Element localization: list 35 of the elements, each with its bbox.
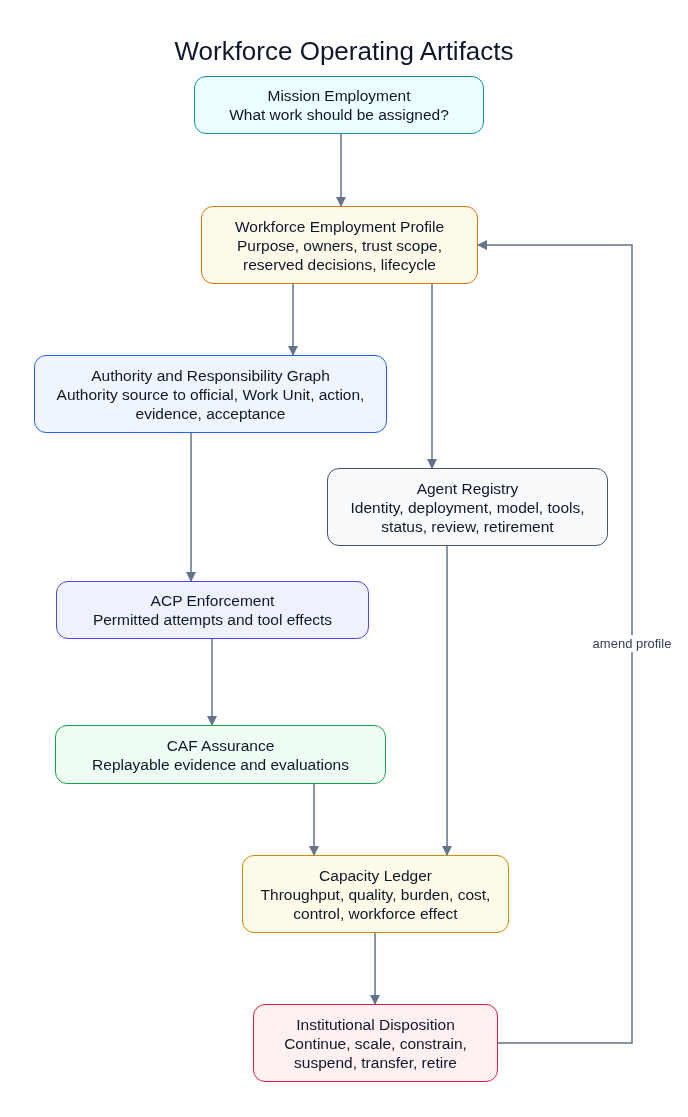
arrow — [308, 783, 320, 857]
node-heading: Authority and Responsibility Graph — [91, 365, 330, 385]
process-box — [327, 468, 608, 546]
node-description: What work should be assigned? — [229, 105, 449, 124]
arrow — [335, 133, 347, 208]
node-description: Continue, scale, constrain, suspend, transfer, retire — [283, 1033, 468, 1072]
process-box — [242, 855, 509, 933]
node-description: Throughput, quality, burden, cost, control, workforce effect — [259, 884, 492, 923]
arrow — [476, 239, 633, 1044]
node-heading: Capacity Ledger — [319, 865, 432, 885]
node-description: Authority source to official, Work Unit, action, evidence, acceptance — [55, 384, 366, 423]
node-heading: Institutional Disposition — [296, 1014, 455, 1034]
process-box — [253, 1004, 498, 1082]
node-heading: Agent Registry — [416, 478, 519, 498]
node-description: Purpose, owners, trust scope, reserved decisions, lifecycle — [235, 235, 443, 274]
node-heading: CAF Assurance — [166, 735, 275, 755]
arrow — [185, 432, 197, 583]
arrow — [287, 283, 299, 357]
node-description: Replayable evidence and evaluations — [92, 754, 349, 774]
process-box — [201, 206, 478, 284]
diagram-title: Workforce Operating Artifacts — [173, 36, 515, 67]
process-box — [55, 725, 386, 784]
edge-label: amend profile — [590, 635, 674, 652]
arrow — [206, 638, 218, 727]
node-heading: ACP Enforcement — [150, 591, 275, 610]
arrow — [441, 545, 453, 857]
process-box — [34, 355, 387, 433]
node-heading: Workforce Employment Profile — [235, 216, 444, 236]
process-box — [56, 581, 369, 639]
node-heading: Mission Employment — [267, 86, 411, 105]
process-box — [194, 76, 484, 134]
node-description: Permitted attempts and tool effects — [92, 610, 333, 629]
arrow — [426, 283, 438, 470]
node-description: Identity, deployment, model, tools, status, review, retirement — [349, 497, 586, 536]
arrow — [369, 932, 381, 1006]
